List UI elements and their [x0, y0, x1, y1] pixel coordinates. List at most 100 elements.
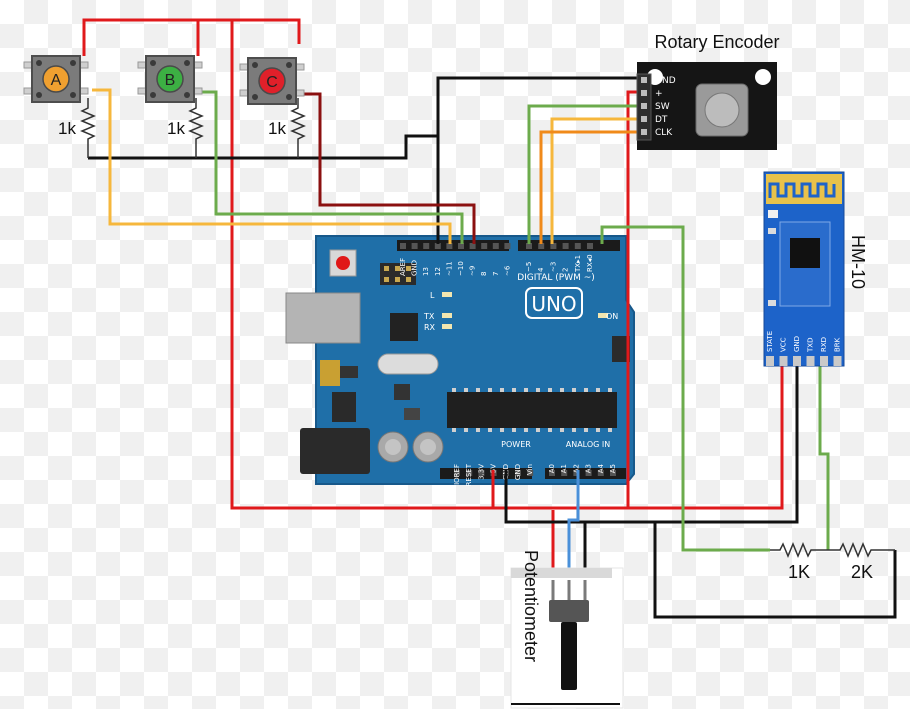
digital-header-right [518, 240, 620, 251]
wire-5v-right [493, 366, 784, 510]
button-letter: B [165, 72, 176, 89]
header-hole-reset [466, 470, 473, 476]
potentiometer: Potentiometer [510, 550, 624, 709]
header-hole-2 [562, 243, 569, 249]
pot-body [549, 600, 589, 622]
pin-label-a3: A3 [585, 464, 593, 473]
pin-label-8: 8 [480, 272, 488, 276]
header-hole-7 [492, 243, 499, 249]
rotary-encoder-title: Rotary Encoder [654, 32, 779, 52]
pin-label-a1: A1 [560, 464, 568, 473]
divider-r1-label: 1K [788, 562, 810, 582]
pin-label-3: ~3 [549, 262, 557, 272]
wire-5v-button-b [196, 18, 232, 56]
pin-label-5: ~5 [525, 262, 533, 272]
pin-label-9: ~9 [469, 266, 477, 276]
analog-header-label: ANALOG IN [566, 440, 611, 449]
header-hole-9 [469, 243, 476, 249]
header-hole-13 [423, 243, 430, 249]
resistor-c-label: 1k [268, 119, 286, 138]
uno-logo-box [525, 287, 583, 319]
pin-label-3-3v: 3.3V [477, 464, 485, 480]
pin-label-reset: RESET [465, 463, 473, 486]
wire-5v-encoder [626, 90, 640, 508]
hm10-pin-brk [833, 356, 842, 366]
wire-gnd-buttons [88, 134, 438, 160]
hm10-pin-state [766, 356, 774, 366]
wire-5v [82, 18, 495, 510]
header-hole-a4 [597, 470, 604, 476]
icsp-header [380, 263, 416, 285]
usb-chip [390, 313, 418, 341]
resistor-a-label: 1k [58, 119, 76, 138]
encoder-pin-pin [641, 90, 647, 96]
hm10-pin-label-brk: BRK [834, 337, 842, 352]
hm10-pin-label-txd: TXD [807, 338, 815, 353]
button-letter: C [266, 74, 278, 91]
wire-gnd-bottom [504, 366, 799, 524]
resistor-c [290, 98, 306, 158]
encoder-pin-sw [641, 103, 647, 109]
header-hole-ioref [454, 470, 460, 476]
led-tx-label: TX [423, 312, 435, 321]
divider-r2-label: 2K [851, 562, 873, 582]
header-hole-gnd [515, 470, 521, 476]
potentiometer-title: Potentiometer [521, 550, 541, 662]
hm10-pin-vcc [779, 356, 788, 366]
header-hole-4 [538, 243, 545, 249]
hm10-pin-txd [806, 356, 815, 366]
analog-header [545, 468, 626, 479]
button-cap [42, 65, 70, 93]
header-hole-3 [550, 243, 557, 249]
button-letter: A [51, 72, 62, 89]
power-jack [300, 428, 370, 474]
hm10-pin-label-vcc: VCC [780, 337, 788, 352]
pin-label-2: 2 [562, 268, 570, 272]
push-button-b: B [137, 55, 203, 103]
hm10-pin-rxd [820, 356, 828, 366]
pot-shaft [561, 622, 577, 690]
led-l-label: L [430, 291, 435, 300]
header-hole-5 [526, 243, 532, 249]
resistor-labels: 1k 1k 1k 1K 2K [58, 119, 873, 582]
header-hole-6 [504, 243, 511, 249]
encoder-pin-label-pin: + [655, 89, 663, 99]
encoder-pin-clk [641, 129, 647, 135]
header-hole-10 [458, 243, 464, 249]
wire-button-b [200, 90, 464, 244]
header-hole-a1 [561, 470, 568, 476]
pin-label-tx-1: TX▸1 [574, 255, 582, 273]
wire-bt-rxd [818, 366, 830, 550]
header-hole-tx-1 [574, 243, 581, 249]
atmega-chip [447, 392, 617, 428]
encoder-pin-label-sw: SW [655, 102, 670, 112]
wire-gnd-top [436, 76, 640, 244]
pin-label-5v: 5V [490, 464, 498, 473]
hm10-title: HM-10 [848, 235, 868, 289]
pin-label-a4: A4 [597, 463, 605, 473]
button-cap [258, 67, 286, 95]
encoder-pin-label-dt: DT [655, 115, 668, 125]
header-hole-gnd [411, 243, 418, 249]
push-button-c: C [239, 57, 305, 105]
pin-label-13: 13 [422, 267, 430, 276]
header-hole-a2 [573, 470, 580, 476]
header-hole-rx-0 [587, 243, 593, 249]
led-on-label: ON [606, 312, 618, 321]
pin-label-7: 7 [492, 272, 500, 276]
header-hole-a3 [585, 470, 592, 476]
hm10-pin-label-rxd: RXD [820, 337, 828, 352]
pin-label-rx-0: RX◂0 [586, 254, 594, 272]
pin-label-11: ~11 [445, 261, 453, 276]
wire-5v-button-c [232, 18, 301, 44]
header-hole-8 [481, 243, 488, 249]
hm10-pin-label-gnd: GND [793, 336, 801, 352]
pin-label-a0: A0 [548, 464, 556, 473]
resistor-b-label: 1k [167, 119, 185, 138]
encoder-pin-gnd [641, 77, 647, 83]
encoder-pin-label-gnd: GND [655, 76, 676, 86]
header-hole-12 [434, 243, 441, 249]
header-hole-aref [400, 243, 406, 249]
resistor-b [188, 98, 204, 158]
